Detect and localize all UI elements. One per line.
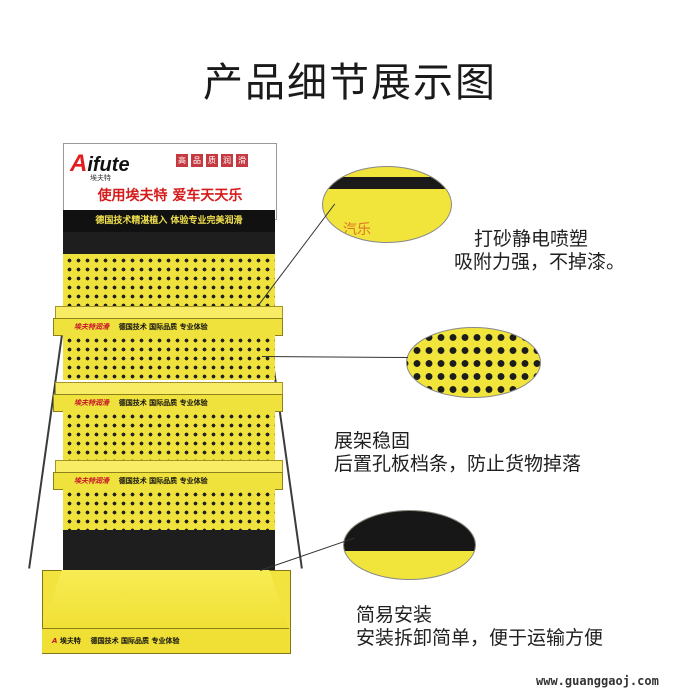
callout-coating: 汽乐 bbox=[322, 166, 452, 243]
base-label: A 埃夫特 德国技术 国际品质 专业体验 bbox=[52, 636, 179, 646]
watermark: www.guanggaoj.com bbox=[536, 674, 659, 688]
feature-3-title: 简易安装 bbox=[356, 604, 433, 626]
header-tag: 高 bbox=[176, 154, 188, 167]
logo-text: ifute bbox=[87, 154, 130, 176]
header-tags: 高品质润滑 bbox=[176, 154, 251, 167]
feature-1-detail: 吸附力强，不掉漆。 bbox=[454, 251, 626, 273]
shelf-text: 德国技术 国际品质 专业体验 bbox=[118, 323, 208, 331]
shelf-text: 德国技术 国际品质 专业体验 bbox=[118, 477, 208, 485]
callout-pegboard bbox=[406, 327, 541, 398]
shelf-brand: 埃夫特润滑 bbox=[74, 477, 109, 485]
feature-3: 简易安装 安装拆卸简单，便于运输方便 bbox=[356, 604, 603, 650]
pegboard-2 bbox=[63, 334, 275, 380]
brand-logo: Aifute bbox=[70, 150, 130, 178]
logo-subtitle: 埃夫特 bbox=[90, 174, 111, 182]
shelf-brand: 埃夫特润滑 bbox=[74, 323, 109, 331]
header-tag: 润 bbox=[221, 154, 233, 167]
shelf-brand: 埃夫特润滑 bbox=[74, 399, 109, 407]
feature-2-detail: 后置孔板档条，防止货物掉落 bbox=[334, 453, 582, 475]
pegboard-1 bbox=[63, 254, 275, 306]
base-brand: 埃夫特 bbox=[59, 637, 81, 645]
rack-base-top bbox=[42, 570, 289, 630]
shelf-front-2: 埃夫特润滑 德国技术 国际品质 专业体验 bbox=[53, 394, 283, 412]
shelf-label-3: 埃夫特润滑 德国技术 国际品质 专业体验 bbox=[74, 476, 208, 486]
feature-2-title: 展架稳固 bbox=[334, 430, 411, 452]
rack-base-front: A 埃夫特 德国技术 国际品质 专业体验 bbox=[42, 628, 289, 653]
back-band-1 bbox=[63, 232, 275, 254]
callout-coating-strip bbox=[323, 177, 451, 189]
callout-coating-text: 汽乐 bbox=[343, 222, 371, 238]
back-band-2 bbox=[63, 530, 275, 570]
base-logo: A bbox=[52, 637, 58, 645]
pegboard-3 bbox=[63, 410, 275, 460]
feature-1: 打砂静电喷塑 吸附力强，不掉漆。 bbox=[454, 228, 625, 274]
callout-base-strip bbox=[344, 511, 475, 551]
header-tag: 品 bbox=[191, 154, 203, 167]
feature-2: 展架稳固 后置孔板档条，防止货物掉落 bbox=[334, 430, 581, 476]
rack-header-panel: Aifute 埃夫特 高品质润滑 使用埃夫特 爱车天天乐 bbox=[63, 143, 277, 220]
rack-slogan: 使用埃夫特 爱车天天乐 bbox=[97, 188, 243, 204]
logo-initial: A bbox=[70, 150, 88, 177]
header-tag: 质 bbox=[206, 154, 218, 167]
rack-header-band: 德国技术精湛植入 体验专业完美润滑 bbox=[63, 210, 275, 232]
shelf-text: 德国技术 国际品质 专业体验 bbox=[118, 399, 208, 407]
page-title: 产品细节展示图 bbox=[203, 60, 497, 106]
feature-3-detail: 安装拆卸简单，便于运输方便 bbox=[356, 627, 604, 649]
callout-base bbox=[343, 510, 476, 580]
shelf-label-2: 埃夫特润滑 德国技术 国际品质 专业体验 bbox=[74, 398, 208, 408]
pegboard-4 bbox=[63, 488, 275, 530]
header-tag: 滑 bbox=[236, 154, 248, 167]
base-text: 德国技术 国际品质 专业体验 bbox=[90, 637, 180, 645]
feature-1-title: 打砂静电喷塑 bbox=[474, 228, 589, 250]
shelf-label-1: 埃夫特润滑 德国技术 国际品质 专业体验 bbox=[74, 322, 208, 332]
